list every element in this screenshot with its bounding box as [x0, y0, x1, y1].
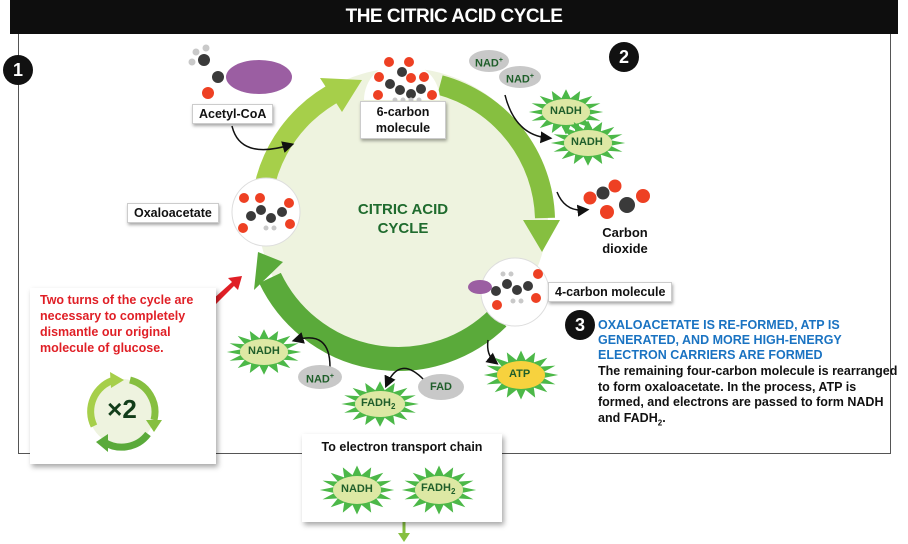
arrow-nad-to-nadh-bottom: [291, 332, 331, 368]
four-carbon-molecule: [468, 257, 550, 327]
arrow-acetyl-to-cycle: [231, 125, 295, 153]
four-carbon-label: 4-carbon molecule: [548, 282, 673, 302]
cycle-arrowhead-step1: [320, 78, 362, 112]
arrow-to-atp: [485, 339, 499, 365]
electron-transport-title: To electron transport chain: [321, 440, 483, 454]
cycle-center-line1: CITRIC ACID: [357, 201, 449, 218]
note-pointer-arrow: [212, 276, 242, 304]
etc-fadh2-burst: [401, 465, 477, 515]
step-3-badge: 3: [565, 310, 595, 340]
arrow-fad-to-fadh2: [384, 367, 425, 389]
step-3-body: The remaining four-carbon molecule is re…: [598, 364, 898, 427]
arrow-to-co2: [556, 191, 590, 217]
nadh-burst-bottom: [226, 329, 302, 375]
acetyl-coa-label: Acetyl-CoA: [192, 104, 274, 124]
atp-burst-label: ATP: [509, 368, 531, 380]
step-2-badge: 2: [609, 42, 639, 72]
nadh-burst-1-label: NADH: [550, 105, 582, 117]
fadh2-burst-label: FADH2: [361, 397, 396, 412]
electron-transport-box: To electron transport chain NADH FADH2: [302, 434, 502, 522]
etc-nadh-label: NADH: [341, 483, 373, 495]
carbon-dioxide-label: Carbon dioxide: [590, 225, 660, 257]
oxaloacetate-label: Oxaloacetate: [127, 203, 219, 223]
nadh-burst-2-label: NADH: [571, 136, 603, 148]
two-turns-note-text: Two turns of the cycle are necessary to …: [40, 293, 194, 355]
etc-bursts: [319, 465, 477, 515]
fad-pill: FAD: [418, 374, 464, 400]
carbon-dioxide-line2: dioxide: [602, 241, 648, 256]
diagram-title: THE CITRIC ACID CYCLE: [10, 0, 898, 34]
x2-multiplier: ×2: [107, 394, 137, 424]
nad-plus-pill-2: NAD+: [499, 66, 541, 88]
fadh2-burst: [341, 381, 419, 427]
six-carbon-label-line1: 6-carbon: [376, 105, 430, 119]
nadh-burst-2: [550, 120, 626, 166]
oxaloacetate-molecule: [231, 177, 301, 247]
arrow-nad-to-nadh: [504, 94, 553, 144]
cycle-arrowhead-step3: [254, 252, 283, 290]
x2-cycle-icon: [87, 372, 162, 452]
cycle-center-label: CITRIC ACID CYCLE: [318, 200, 488, 238]
six-carbon-molecule: [364, 57, 440, 103]
nadh-burst-bottom-label: NADH: [248, 345, 280, 357]
step-1-badge: 1: [3, 55, 33, 85]
carbon-dioxide-line1: Carbon: [602, 225, 648, 240]
etc-down-arrowhead: [398, 533, 410, 542]
acetyl-coa-molecule: [188, 44, 292, 99]
cycle-arrow-step2: [437, 75, 555, 219]
etc-nadh-burst: [319, 465, 395, 515]
cycle-center-line2: CYCLE: [377, 220, 429, 237]
two-turns-note: Two turns of the cycle are necessary to …: [30, 288, 216, 464]
cycle-arrow-step3: [259, 272, 507, 371]
nad-plus-pill-bottom: NAD+: [298, 365, 342, 389]
atp-burst: [483, 350, 559, 400]
nad-plus-pill-1: NAD+: [469, 50, 509, 72]
cycle-arrowhead-step2: [523, 220, 560, 252]
etc-fadh2-label: FADH2: [421, 482, 456, 497]
six-carbon-label-line2: molecule: [375, 121, 431, 135]
carbon-dioxide-molecule: [583, 179, 650, 219]
step-3-heading: OXALOACETATE IS RE-FORMED, ATP IS GENERA…: [598, 318, 842, 362]
nadh-burst-1: [528, 89, 604, 135]
six-carbon-label: 6-carbon molecule: [360, 101, 446, 139]
